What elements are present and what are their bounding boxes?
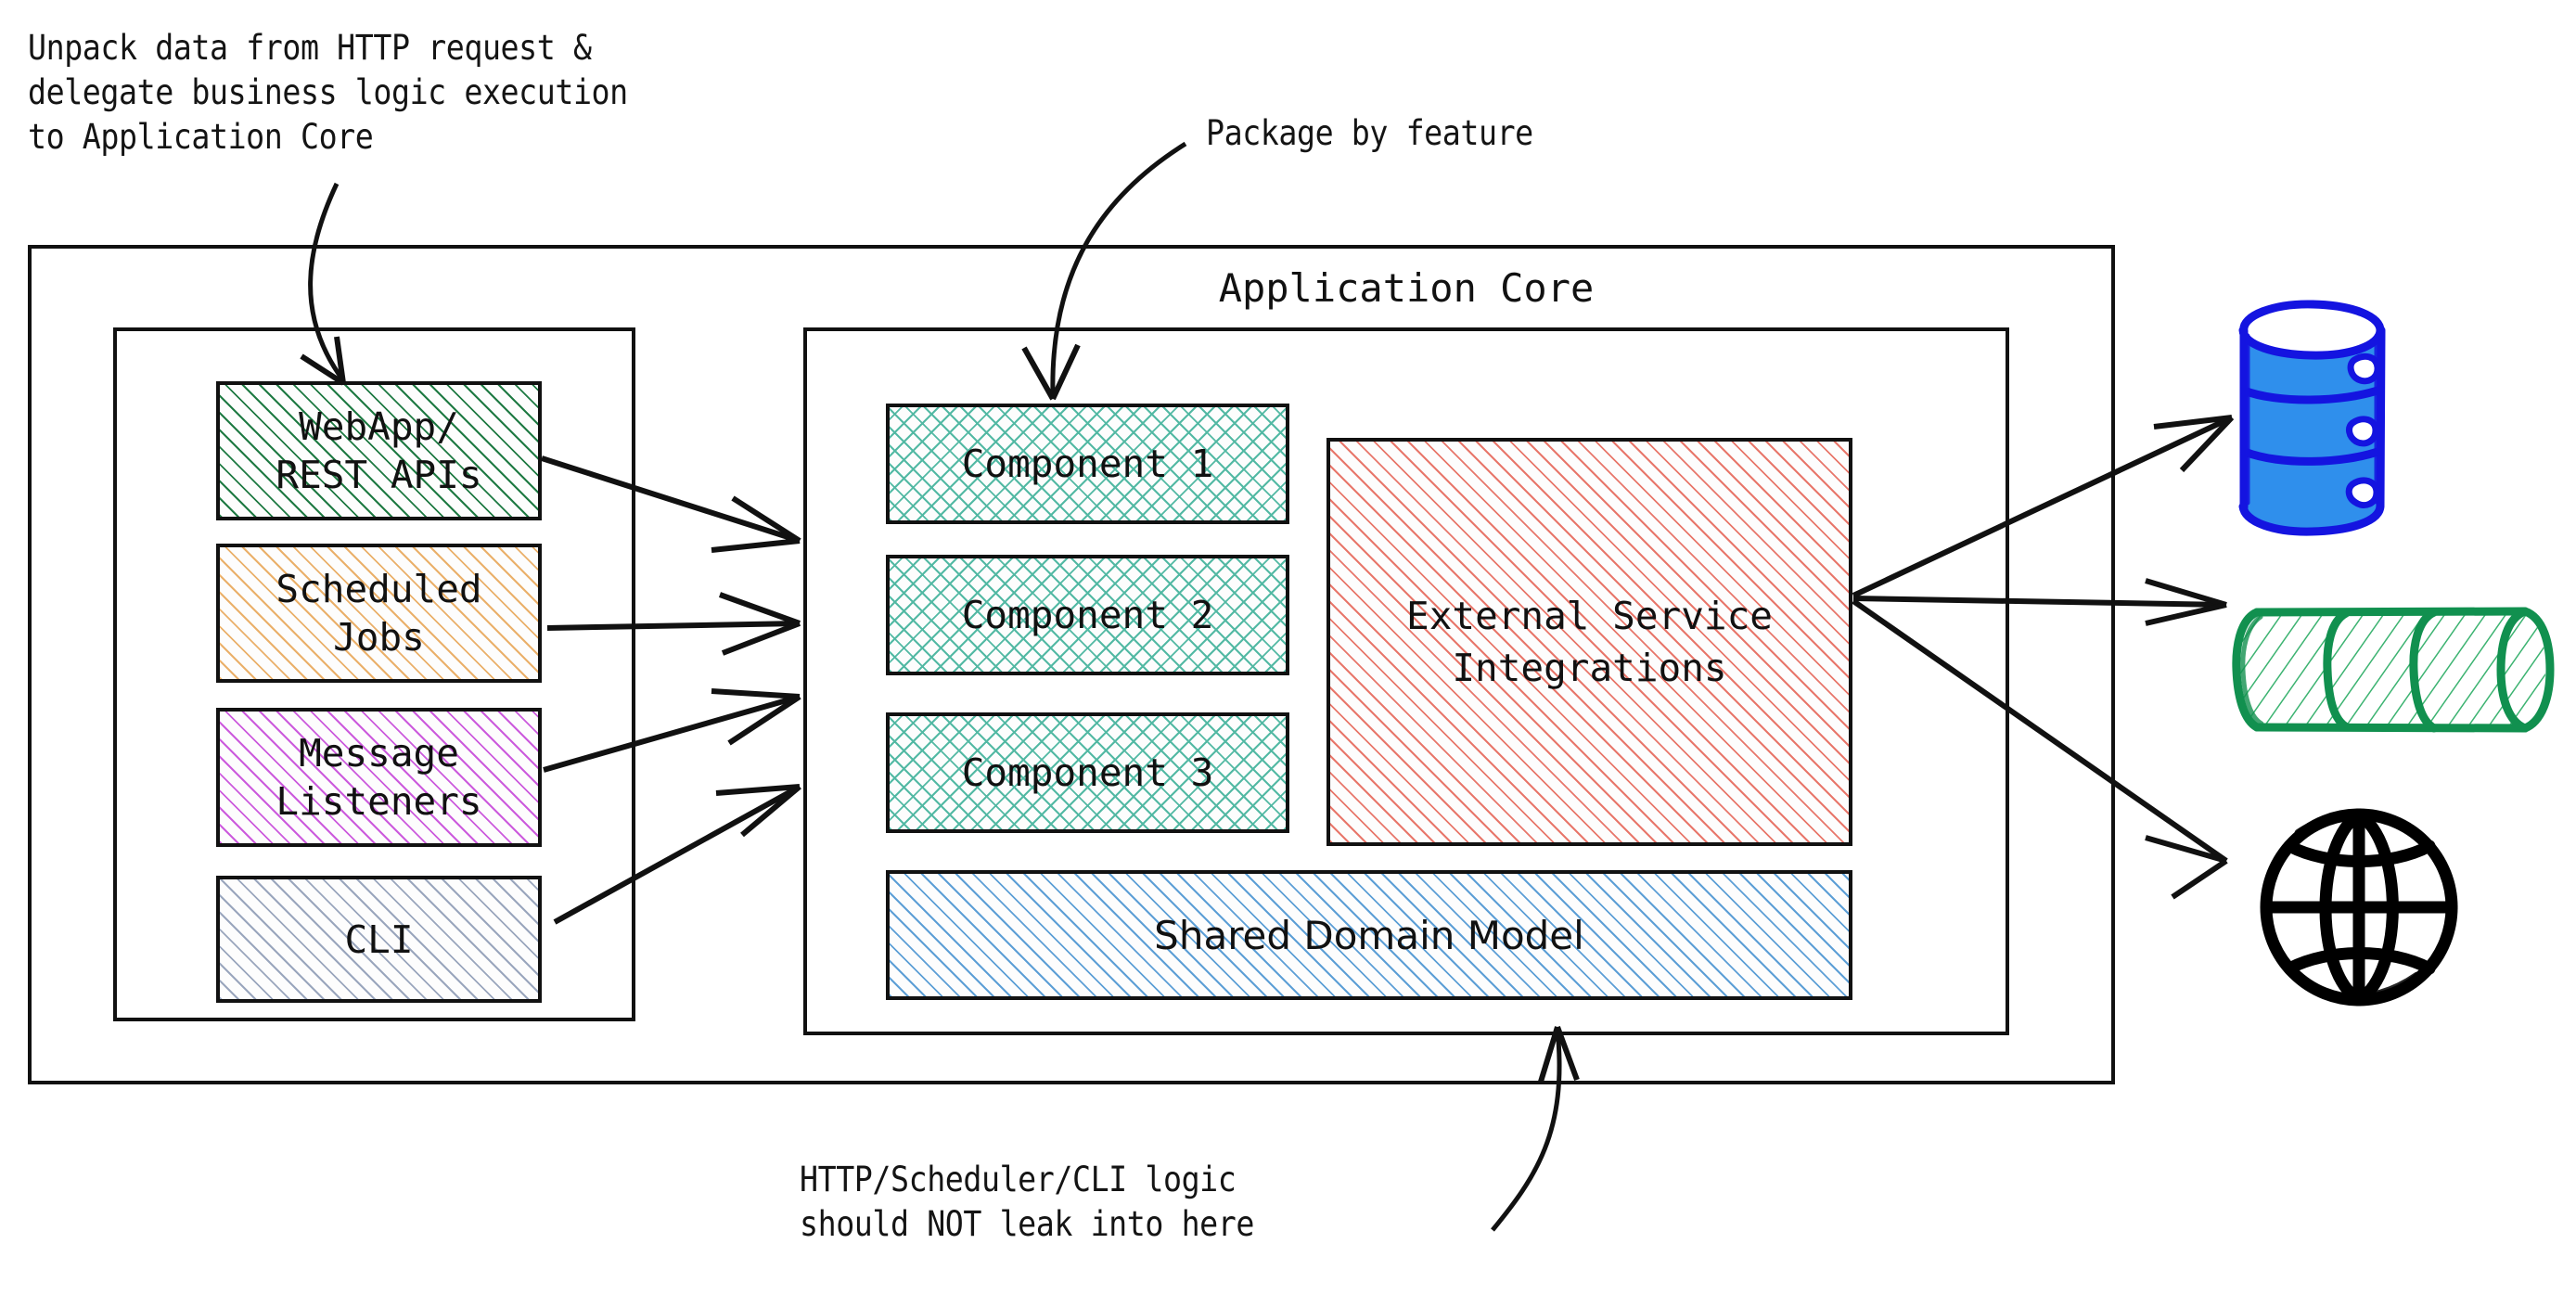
component-2[interactable]: [886, 555, 1289, 675]
shared-domain-model[interactable]: [886, 870, 1852, 1000]
component-3[interactable]: [886, 712, 1289, 833]
external-service-integrations[interactable]: [1326, 438, 1852, 846]
component-1[interactable]: [886, 404, 1289, 524]
annotation-top-left: Unpack data from HTTP request & delegate…: [28, 28, 628, 157]
annotation-package-by-feature: Package by feature: [1206, 113, 1533, 153]
globe-icon: [2260, 808, 2458, 1007]
adapter-webapp-rest-apis[interactable]: [216, 381, 542, 520]
adapter-message-listeners[interactable]: [216, 708, 542, 847]
message-queue-icon: [2232, 607, 2555, 733]
database-icon: [2238, 300, 2386, 536]
annotation-bottom-leak: HTTP/Scheduler/CLI logic should NOT leak…: [800, 1160, 1254, 1244]
adapter-cli[interactable]: [216, 876, 542, 1003]
adapter-scheduled-jobs[interactable]: [216, 544, 542, 683]
adapters-container-box: [113, 327, 635, 1021]
